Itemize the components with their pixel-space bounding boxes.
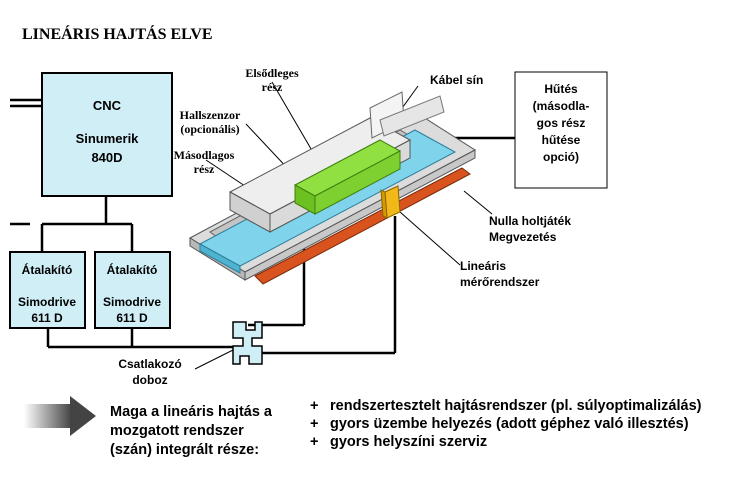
junction-box bbox=[232, 321, 263, 365]
guide-label: Megvezetés bbox=[489, 230, 557, 244]
cooling-text: hűtése bbox=[542, 133, 581, 147]
summary-text: Maga a lineáris hajtás a bbox=[110, 404, 273, 420]
converter-label: Átalakító bbox=[107, 262, 158, 277]
converter-box-1: Átalakító Simodrive 611 D bbox=[9, 251, 86, 329]
hall-sensor-label: Hallszenzor bbox=[180, 108, 241, 122]
bullet-item: rendszertesztelt hajtásrendszer (pl. súl… bbox=[330, 398, 702, 414]
cnc-model: Sinumerik bbox=[76, 131, 140, 146]
guide-label: Nulla holtjáték bbox=[489, 214, 571, 228]
cooling-text: Hűtés bbox=[544, 82, 578, 96]
converter-model: Simodrive bbox=[103, 295, 161, 309]
bullet-mark: + bbox=[310, 434, 318, 450]
encoder-head bbox=[384, 185, 401, 219]
primary-label: rész bbox=[262, 80, 283, 94]
cooling-text: opció) bbox=[543, 150, 579, 164]
converter-label: Átalakító bbox=[22, 262, 73, 277]
bullet-item: gyors helyszíni szerviz bbox=[330, 434, 487, 450]
bullet-mark: + bbox=[310, 416, 318, 432]
converter-version: 611 D bbox=[116, 311, 148, 325]
cooling-box: Hűtés (másodla- gos rész hűtése opció) bbox=[514, 71, 608, 189]
primary-label: Elsődleges bbox=[245, 66, 299, 80]
junction-box-label: Csatlakozó bbox=[118, 357, 181, 371]
cooling-text: (másodla- bbox=[533, 99, 590, 113]
bullet-mark: + bbox=[310, 398, 318, 414]
bullet-item: gyors üzembe helyezés (adott géphez való… bbox=[330, 416, 689, 432]
converter-box-2: Átalakító Simodrive 611 D bbox=[94, 251, 171, 329]
measuring-label: Lineáris bbox=[460, 259, 506, 273]
cable-rail-label: Kábel sín bbox=[430, 73, 483, 87]
cooling-text: gos rész bbox=[537, 116, 586, 130]
secondary-label: Másodlagos bbox=[174, 148, 235, 162]
cnc-box: CNC Sinumerik 840D bbox=[41, 72, 173, 197]
secondary-label: rész bbox=[194, 162, 215, 176]
summary: Maga a lineáris hajtás a mozgatott rends… bbox=[110, 398, 702, 458]
hall-sensor-label: (opcionális) bbox=[180, 122, 239, 136]
junction-box-label: doboz bbox=[132, 373, 167, 387]
arrow-icon bbox=[24, 396, 96, 436]
summary-text: mozgatott rendszer bbox=[110, 423, 244, 439]
measuring-label: mérőrendszer bbox=[460, 275, 540, 289]
cnc-version: 840D bbox=[91, 150, 122, 165]
summary-text: (szán) integrált része: bbox=[110, 442, 259, 458]
cnc-label: CNC bbox=[93, 98, 122, 113]
page-title: LINEÁRIS HAJTÁS ELVE bbox=[22, 24, 213, 43]
component-labels: Elsődleges rész Kábel sín Hallszenzor (o… bbox=[118, 66, 571, 387]
converter-version: 611 D bbox=[31, 311, 63, 325]
linear-drive-illustration bbox=[188, 91, 476, 285]
converter-model: Simodrive bbox=[18, 295, 76, 309]
